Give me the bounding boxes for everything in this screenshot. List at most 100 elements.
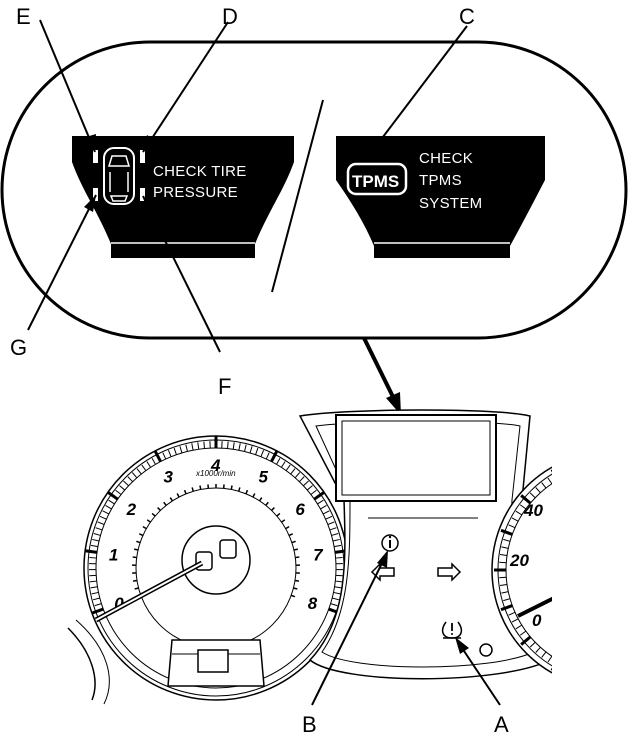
tachometer-minor-tick (191, 443, 194, 451)
speedometer-minor-tick (500, 554, 508, 557)
tachometer-number-1: 1 (109, 546, 118, 565)
check-tpms-line1: CHECK (419, 150, 473, 167)
tachometer-inner-tick (252, 493, 256, 498)
leader-arrow-a (455, 637, 469, 654)
tachometer-minor-tick (197, 442, 200, 450)
tachometer-minor-tick (97, 521, 105, 525)
tachometer-inner-tick (293, 548, 299, 551)
tachometer-minor-tick (141, 464, 147, 471)
tpms-badge (346, 162, 408, 196)
tachometer-minor-tick (322, 510, 330, 515)
tachometer-minor-tick (331, 533, 339, 536)
tachometer-hub (181, 525, 251, 595)
speedometer-minor-tick (501, 546, 509, 549)
tachometer-minor-tick (232, 442, 235, 450)
speedometer-number-40: 40 (523, 501, 543, 520)
leader-arrow-b (377, 550, 388, 568)
check-tpms-line2: TPMS (419, 172, 462, 189)
speedometer-minor-tick (535, 646, 541, 653)
tachometer-number-7: 7 (313, 546, 324, 565)
tachometer-number-2: 2 (126, 500, 137, 519)
tachometer-minor-tick (327, 521, 335, 525)
leader-line-e (39, 19, 96, 153)
tachometer-minor-tick (303, 480, 309, 487)
tachometer-inner-tick (276, 512, 281, 517)
tachometer-inner-tick (238, 487, 241, 492)
right-display-panel: TPMS CHECK TPMS SYSTEM (336, 136, 545, 258)
tachometer-minor-tick (329, 527, 337, 531)
tachometer-minor-tick (227, 441, 229, 449)
tachometer-number-0: 0 (114, 594, 124, 613)
tachometer-minor-tick (95, 527, 103, 531)
tpms-badge-text: TPMS (352, 172, 399, 191)
tachometer-inner-tick (245, 489, 249, 495)
tachometer-minor-tick (105, 505, 112, 510)
tachometer-number-8: 8 (308, 594, 318, 613)
tachometer-unit: x1000r/min (195, 469, 236, 478)
leader-arrow-f (143, 196, 156, 213)
tachometer-minor-tick (276, 458, 281, 465)
tachometer-minor-tick (249, 446, 253, 454)
speedometer-minor-tick (519, 504, 527, 510)
leader-arrow-g (84, 195, 96, 212)
speedometer-major-tick (500, 528, 513, 536)
tachometer-minor-tick (185, 444, 188, 452)
speedometer-minor-tick (519, 630, 527, 636)
tachometer-major-tick (84, 549, 98, 554)
tachometer-inner-tick (230, 485, 233, 490)
tachometer-minor-tick (136, 468, 142, 475)
display-divider (271, 99, 324, 293)
tachometer-inner-tick (157, 507, 161, 511)
left-bezel-arc (67, 627, 96, 701)
callout-c: C (459, 4, 475, 29)
tachometer-minor-tick (90, 586, 98, 589)
tachometer-inner-tick (142, 525, 147, 530)
tachometer-minor-tick (325, 515, 333, 520)
tachometer-minor-tick (330, 603, 338, 607)
leader-line-a (457, 641, 501, 706)
tachometer-minor-tick (255, 447, 259, 455)
callout-b: B (302, 712, 317, 737)
leader-line-f (142, 195, 221, 353)
tachometer-minor-tick (115, 489, 122, 495)
tachometer-major-tick (270, 450, 279, 463)
tachometer-inner-tick (295, 556, 300, 559)
speedometer-minor-tick (529, 492, 536, 499)
callout-f: F (218, 374, 231, 399)
leader-line-g (27, 194, 97, 331)
leader-arrow-c (364, 145, 378, 162)
tachometer-minor-tick (317, 499, 324, 505)
leader-arrow-e (86, 134, 96, 152)
car-icon (103, 147, 135, 205)
tachometer-inner-tick (191, 487, 194, 492)
tachometer-inner-tick (290, 594, 296, 598)
tachometer-minor-tick (146, 461, 152, 468)
tachometer-number-4: 4 (210, 456, 221, 475)
tachometer-inner-tick (281, 519, 286, 523)
tachometer-minor-tick (310, 489, 317, 495)
tachometer-minor-tick (94, 603, 102, 607)
tachometer-inner-tick (138, 533, 144, 537)
speedometer-minor-tick (529, 641, 536, 648)
indicator-light-small (479, 643, 493, 657)
leader-line-b (311, 554, 387, 706)
tachometer-inner-tick (271, 507, 275, 511)
tachometer-minor-tick (335, 580, 343, 583)
left-bezel-arc-inner (75, 619, 110, 705)
speedometer-minor-tick (511, 618, 519, 623)
info-indicator-icon (381, 534, 399, 552)
tachometer-inner-tick (132, 556, 137, 559)
tachometer-minor-tick (167, 450, 172, 457)
tachometer-inner-tick (183, 489, 187, 495)
tachometer-minor-tick (93, 533, 101, 536)
tachometer-major-tick (107, 491, 119, 501)
tachometer-minor-tick (265, 452, 270, 460)
tachometer-minor-tick (108, 499, 115, 505)
tachometer-minor-tick (320, 505, 327, 510)
tachometer-number-3: 3 (163, 468, 173, 487)
tachometer-inner-tick (176, 493, 180, 498)
speedometer-major-tick (520, 494, 532, 505)
